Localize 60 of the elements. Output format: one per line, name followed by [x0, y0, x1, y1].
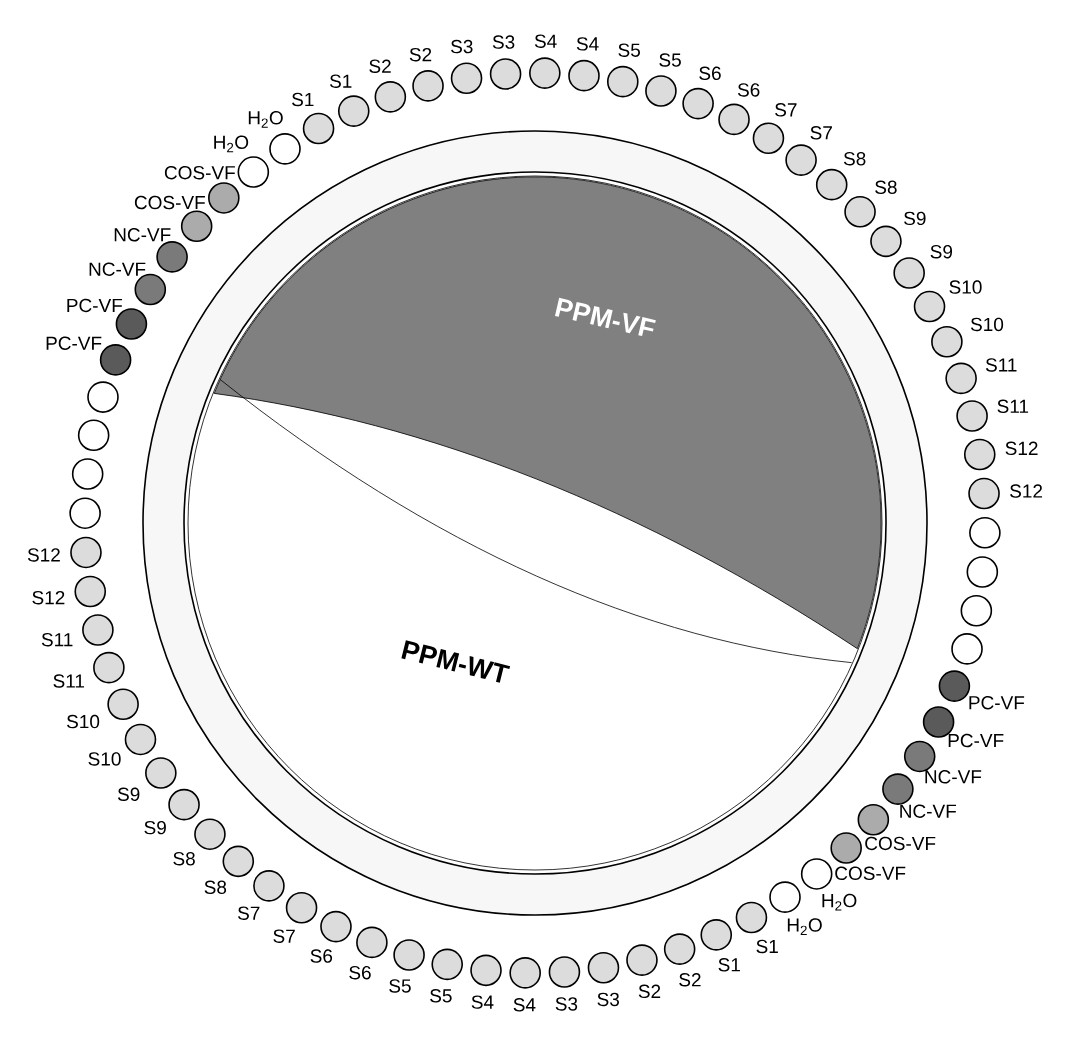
tube-label: S9 [117, 787, 140, 801]
tube-label: S12 [27, 548, 60, 562]
tube-label: S6 [737, 83, 760, 97]
tube-label: S9 [144, 820, 166, 835]
tube-label: S6 [310, 949, 333, 963]
tube-label: PC-VF [948, 733, 1004, 748]
tube-label: S5 [618, 43, 640, 57]
tube-label: S2 [679, 973, 701, 987]
tube-label: S7 [273, 929, 295, 943]
tube-label: S5 [430, 989, 452, 1003]
tube-label: H$_{2}$O [248, 111, 283, 128]
tube-label: NC-VF [900, 804, 956, 818]
tube-label: S4 [534, 34, 557, 48]
tube-label: S10 [88, 752, 121, 766]
tube-label: S8 [204, 880, 227, 894]
tube-label: NC-VF [925, 770, 982, 784]
tube-label: S3 [555, 997, 578, 1011]
tube-label: S3 [597, 992, 619, 1007]
tube-label: S12 [32, 590, 65, 605]
tube-label: S10 [970, 317, 1004, 332]
tube-label: S3 [492, 35, 515, 49]
tube-label: COS-VF [835, 866, 906, 881]
tube-label: S12 [1010, 484, 1043, 498]
tube-label: S9 [904, 211, 926, 226]
tube-label: S4 [471, 995, 494, 1009]
tube-label: H$_{2}$O [787, 918, 822, 935]
tube-label: S7 [810, 126, 832, 140]
tube-label: S7 [238, 906, 260, 920]
tube-label: S11 [41, 632, 73, 647]
tube-label: S2 [369, 59, 391, 73]
tube-label: S10 [949, 280, 982, 294]
tube-label: S4 [576, 37, 599, 51]
tube-label: PC-VF [46, 336, 102, 350]
tube-label: COS-VF [865, 836, 936, 851]
tube-label: S6 [699, 66, 721, 81]
tube-label: S11 [985, 358, 1017, 372]
tube-label: NC-VF [114, 228, 171, 242]
tube-label: S8 [173, 852, 195, 866]
tube-label: S4 [513, 998, 536, 1012]
tube-label: S5 [659, 53, 681, 67]
tube-label: H$_{2}$O [822, 893, 857, 911]
tube-label: S12 [1005, 441, 1038, 456]
tube-label: S2 [409, 47, 432, 62]
tube-label: S1 [292, 92, 314, 107]
tube-label: NC-VF [89, 262, 146, 276]
tube-label: PC-VF [67, 298, 123, 313]
tube-label: S2 [638, 984, 661, 999]
tube-label: S9 [930, 245, 953, 259]
tube-label: S3 [451, 39, 473, 54]
tube-label: S10 [67, 714, 100, 729]
tube-label: S11 [997, 399, 1029, 414]
tube-label: S5 [389, 979, 411, 993]
tube-label: H$_{2}$O [214, 135, 249, 153]
tube-label: PC-VF [969, 696, 1025, 710]
tube-label: S11 [53, 674, 85, 688]
tube-label: S7 [775, 103, 797, 117]
tube-label: S1 [718, 958, 740, 972]
tube-label: S1 [330, 74, 352, 88]
tube-label: S1 [756, 939, 778, 954]
tube-label: S6 [349, 965, 371, 980]
